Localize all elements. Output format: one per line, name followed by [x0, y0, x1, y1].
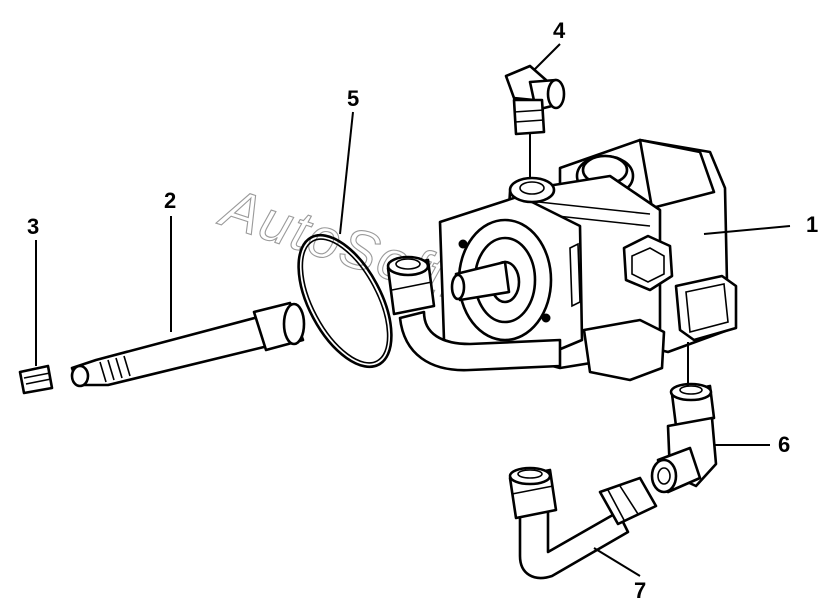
part-2-shaft: [70, 301, 306, 388]
part-7-pipe: [508, 466, 658, 580]
part-4-elbow-fitting: [504, 64, 566, 136]
callout-7: 7: [634, 578, 646, 603]
callout-4: 4: [553, 18, 566, 43]
leader-4: [533, 43, 561, 71]
part-1-pump: [438, 138, 738, 382]
leader-5: [339, 111, 354, 235]
part-6-elbow: [650, 382, 718, 494]
callout-3: 3: [27, 214, 39, 239]
leader-7: [593, 547, 641, 577]
part-5-o-ring: [297, 233, 393, 369]
callout-labels: 1 2 3 4 5 6 7: [27, 18, 818, 603]
callout-6: 6: [778, 432, 790, 457]
callout-1: 1: [806, 212, 818, 237]
leader-lines: [35, 43, 791, 577]
leader-1: [703, 225, 791, 235]
callout-2: 2: [164, 188, 176, 213]
intake-pipe: [386, 255, 562, 372]
callout-5: 5: [347, 86, 359, 111]
part-3-plug: [18, 364, 54, 395]
